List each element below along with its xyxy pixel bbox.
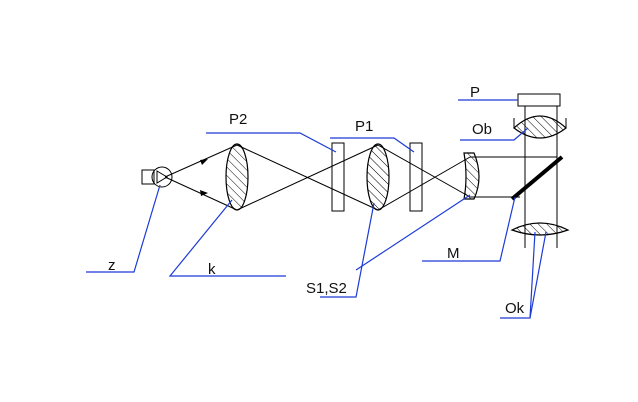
label-ob: Ob	[472, 121, 492, 138]
condenser-lens	[225, 143, 249, 211]
polarizer-plate-p2	[331, 142, 345, 212]
label-ok: Ok	[505, 300, 525, 317]
label-p: P	[470, 84, 480, 101]
relay-lens	[463, 152, 480, 200]
label-m: M	[447, 245, 460, 262]
leader-lines	[86, 99, 547, 319]
ray-arrow-lower-icon	[200, 190, 208, 196]
light-rays	[164, 144, 557, 211]
polarizer-plate-p1	[409, 142, 423, 212]
label-p2: P2	[229, 111, 247, 128]
label-p1: P1	[355, 118, 373, 135]
label-s1s2: S1,S2	[306, 280, 347, 297]
ray-arrow-upper-icon	[200, 159, 208, 165]
field-lens	[366, 143, 390, 211]
light-source	[141, 166, 173, 188]
label-k: k	[208, 261, 216, 278]
sample-slide	[517, 93, 561, 107]
label-z: z	[108, 257, 116, 274]
objective-lens	[513, 115, 567, 139]
beamsplitter-mirror	[510, 155, 564, 201]
eyepiece-lens	[510, 222, 570, 236]
